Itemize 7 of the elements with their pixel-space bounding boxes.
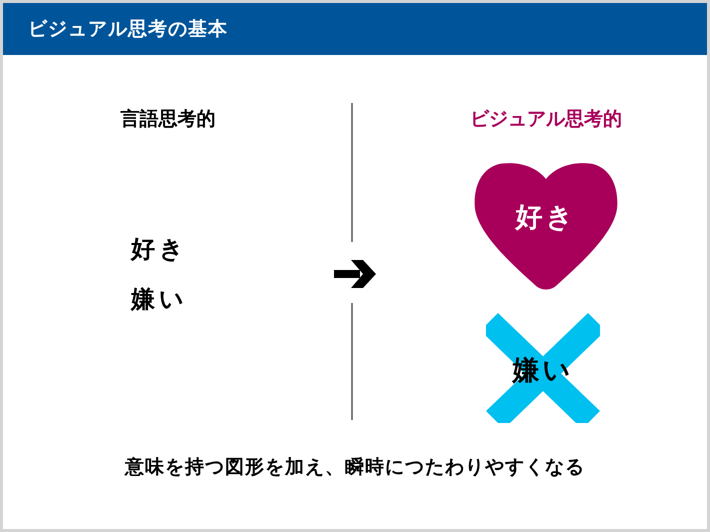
column-heading: 言語思考的 xyxy=(120,107,216,132)
heart-label: 好き xyxy=(516,200,576,235)
word-label: 好き xyxy=(131,234,189,265)
caption-text: 意味を持つ図形を加え、瞬時につたわりやすくなる xyxy=(123,455,586,480)
page-title: ビジュアル思考の基本 xyxy=(28,16,228,42)
column-heading: ビジュアル思考的 xyxy=(469,107,623,132)
word-label: 嫌い xyxy=(131,284,189,315)
